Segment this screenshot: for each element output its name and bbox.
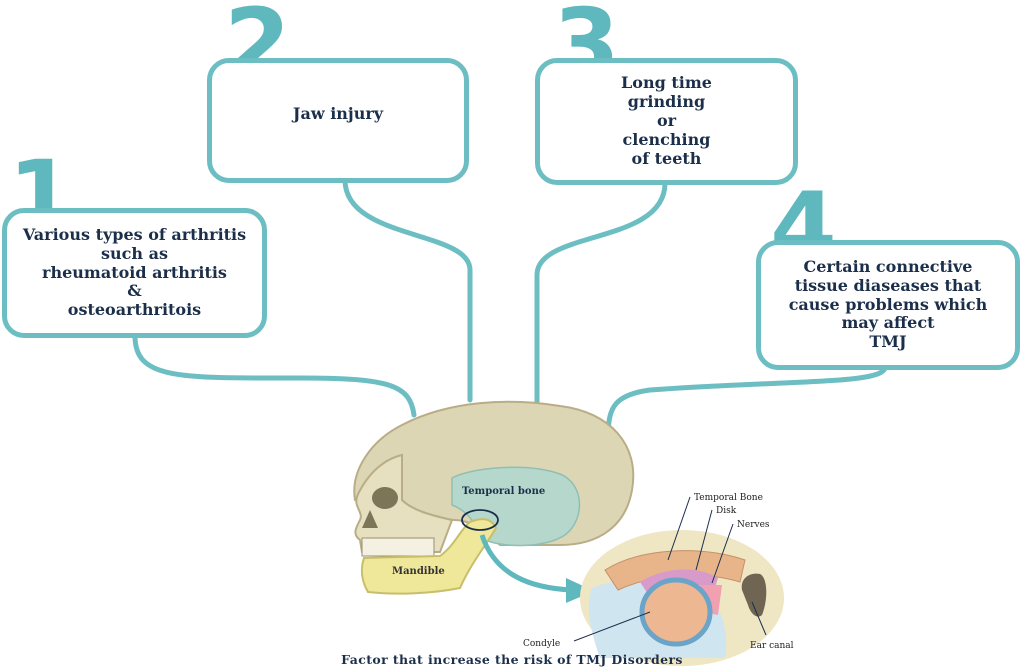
skull-illustration: Temporal bone Mandible bbox=[353, 400, 635, 595]
teeth bbox=[361, 537, 435, 557]
factor-3-box: Long time grinding or clenching of teeth bbox=[535, 58, 798, 185]
connector-2 bbox=[342, 177, 473, 403]
inset-temporal-bone-label: Temporal Bone bbox=[694, 493, 763, 503]
diagram-caption: Factor that increase the risk of TMJ Dis… bbox=[341, 652, 683, 667]
eye-socket bbox=[372, 487, 398, 509]
connector-lines bbox=[132, 177, 888, 433]
zoom-arrow bbox=[479, 534, 573, 593]
factor-3-text: Long time grinding or clenching of teeth bbox=[621, 73, 712, 168]
mandible-shape bbox=[360, 518, 498, 595]
connector-3 bbox=[534, 180, 668, 408]
inset-nerves-label: Nerves bbox=[737, 520, 770, 530]
face bbox=[354, 453, 454, 553]
nasal-cavity bbox=[362, 510, 378, 528]
inset-ear-canal-label: Ear canal bbox=[750, 641, 794, 651]
mandible-label: Mandible bbox=[392, 566, 445, 577]
factor-4-text: Certain connective tissue diaseases that… bbox=[788, 256, 988, 352]
ear-canal-shape bbox=[741, 573, 767, 617]
connector-4 bbox=[605, 365, 888, 433]
connector-1 bbox=[132, 333, 417, 418]
inset-disk-label: Disk bbox=[716, 506, 737, 516]
tmj-highlight bbox=[461, 509, 499, 531]
factor-2-box: Jaw injury bbox=[207, 58, 469, 183]
joint-inset: Temporal Bone Disk Nerves Condyle Ear ca… bbox=[523, 493, 794, 666]
inset-condyle-label: Condyle bbox=[523, 639, 560, 649]
inset-leader-lines bbox=[573, 496, 767, 642]
factor-4-box: Certain connective tissue diaseases that… bbox=[756, 240, 1020, 370]
condyle-shape bbox=[639, 577, 713, 647]
zoom-arrowhead bbox=[566, 578, 594, 603]
factor-1-text: Various types of arthritis such as rheum… bbox=[22, 224, 247, 320]
factor-2-text: Jaw injury bbox=[292, 104, 384, 124]
temporal-bone-label: Temporal bone bbox=[462, 486, 545, 497]
factor-1-box: Various types of arthritis such as rheum… bbox=[2, 208, 267, 338]
